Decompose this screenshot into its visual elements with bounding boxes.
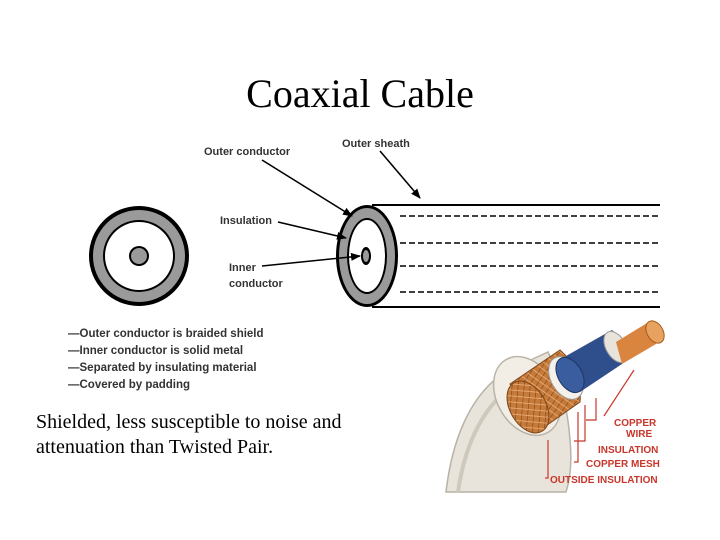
photo-label-copper-mesh: COPPER MESH xyxy=(586,459,660,470)
label-inner-conductor-line2: conductor xyxy=(229,278,283,290)
arrow-insulation xyxy=(277,221,347,240)
label-outer-sheath: Outer sheath xyxy=(342,138,410,150)
note-separated: —Separated by insulating material xyxy=(68,362,257,374)
label-outer-conductor: Outer conductor xyxy=(204,146,291,158)
arrow-inner-conductor xyxy=(261,252,361,267)
photo-label-insulation: INSULATION xyxy=(598,445,658,456)
cable-cutaway-illustration xyxy=(445,320,665,493)
cable-side-view xyxy=(336,204,660,308)
label-inner-conductor-line1: Inner xyxy=(229,262,257,274)
photo-label-copper-wire-line1: COPPER xyxy=(614,418,657,429)
photo-label-copper-wire-line2: WIRE xyxy=(626,429,652,440)
label-insulation: Insulation xyxy=(220,215,272,227)
arrow-outer-conductor xyxy=(261,159,353,217)
note-outer-conductor: —Outer conductor is braided shield xyxy=(68,328,264,340)
caption: Shielded, less susceptible to noise and … xyxy=(36,410,436,460)
slide-title: Coaxial Cable xyxy=(246,71,474,116)
cross-section-end-view xyxy=(89,206,189,306)
note-padding: —Covered by padding xyxy=(68,379,190,391)
arrow-outer-sheath xyxy=(379,150,421,199)
caption-line1: Shielded, less susceptible to noise and xyxy=(36,411,342,433)
note-inner-conductor: —Inner conductor is solid metal xyxy=(68,345,243,357)
caption-line2: attenuation than Twisted Pair. xyxy=(36,436,274,458)
photo-label-outside-insulation: OUTSIDE INSULATION xyxy=(550,475,658,486)
